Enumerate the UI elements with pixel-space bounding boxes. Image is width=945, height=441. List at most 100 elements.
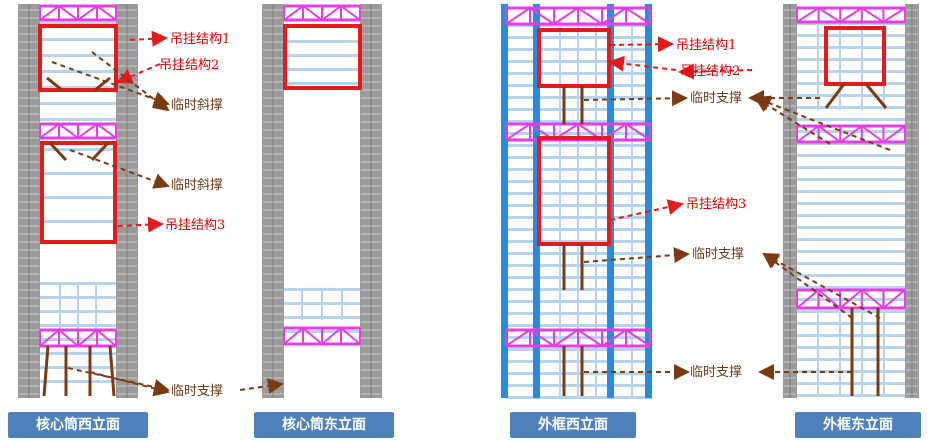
frame-west-elevation [501,4,652,399]
truss-diagonal [577,329,603,347]
label-temporary-support: 临时支撑 [690,91,743,106]
floor-beam [797,190,905,193]
truss-diagonal [39,123,60,139]
frame-column [645,4,652,398]
temporary-brace [48,141,68,162]
truss-diagonal [839,289,863,309]
truss-diagonal [321,5,342,21]
floor-beam [797,154,905,157]
truss-diagonal [302,327,323,345]
floor-beam [797,286,905,289]
truss-diagonal [96,123,117,139]
floor-beam [40,380,116,383]
leader-arrow [678,63,753,80]
floor-beam [797,274,905,277]
truss-diagonal [882,289,906,309]
temporary-brace [90,141,110,162]
truss-diagonal [861,125,884,143]
floor-beam [40,352,116,355]
floor-beam [797,130,905,133]
hanging-structure-box [38,24,118,92]
truss-diagonal [77,123,98,139]
truss-diagonal [625,7,651,25]
truss-diagonal [58,123,79,139]
floor-beam [797,238,905,241]
floor-beam [40,54,116,57]
leader-arrows [51,30,891,397]
label-temporary-support: 临时支撑 [171,384,224,399]
truss-diagonal [77,5,98,21]
floor-beam [797,178,905,181]
floor-beam [284,54,360,57]
truss-diagonal [39,329,60,347]
floor-beam [40,366,116,369]
floor-beam [797,94,905,97]
leader-arrow [754,95,891,151]
leader-arrow [609,36,674,53]
hanging-structure-box [283,24,362,90]
label-hanging-structure-2: 吊挂结构2 [159,58,220,73]
leader-arrow [117,216,164,233]
label-temporary-brace: 临时斜撑 [171,98,224,113]
hanging-structure-box [824,26,886,86]
leader-arrow [129,30,168,47]
temporary-brace [824,83,846,109]
temporary-brace [94,76,111,92]
leader-arrow [67,367,170,395]
caption-frame-east-elevation: 外框东立面 [795,412,921,438]
temporary-brace [864,83,888,109]
truss-diagonal [283,5,304,21]
truss-diagonal [601,7,627,25]
truss-diagonal [340,5,361,21]
floor-beam [797,166,905,169]
floor-beam [797,250,905,253]
floor-beam [797,34,905,37]
truss-diagonal [505,7,531,25]
floor-beam [797,202,905,205]
floor-beam [797,262,905,265]
caption-core-west-elevation: 核心筒西立面 [8,412,148,438]
floor-beam [506,396,652,399]
floor-beam [40,38,116,41]
floor-beam [40,118,116,121]
temporary-brace [46,76,63,92]
hanging-structure-box [537,136,611,246]
truss-diagonal [96,5,117,21]
floor-beam [40,22,116,25]
leader-arrow [754,96,831,145]
truss-diagonal [58,5,79,21]
truss-diagonal [861,289,885,309]
floor-beam [40,196,116,199]
floor-beam [40,102,116,105]
truss-diagonal [529,329,555,347]
core-west-elevation [18,4,138,398]
leader-arrow [608,55,677,72]
truss-diagonal [796,125,820,143]
leader-arrow [609,199,684,221]
truss-diagonal [529,7,555,25]
floor-beam [797,106,905,109]
truss-diagonal [818,125,841,143]
floor-beam [797,70,905,73]
truss-diagonal [39,5,60,21]
leader-arrow [583,247,690,264]
truss-diagonal [505,329,531,347]
label-hanging-structure-3: 吊挂结构3 [686,197,747,212]
truss-diagonal [601,329,627,347]
truss-diagonal [283,327,304,345]
floor-beam [797,58,905,61]
temporary-support [108,345,116,397]
truss-diagonal [321,327,342,345]
label-temporary-support: 临时支撑 [692,247,745,262]
leader-arrow [116,63,161,84]
floor-beam [40,172,116,175]
truss-diagonal [625,329,651,347]
truss-diagonal [577,7,603,25]
floor-beam [797,226,905,229]
floor-beam [284,40,360,43]
truss-diagonal [96,329,117,347]
leader-arrow [91,51,170,112]
caption-core-east-elevation: 核心筒东立面 [254,412,394,438]
leader-arrow [762,253,881,319]
